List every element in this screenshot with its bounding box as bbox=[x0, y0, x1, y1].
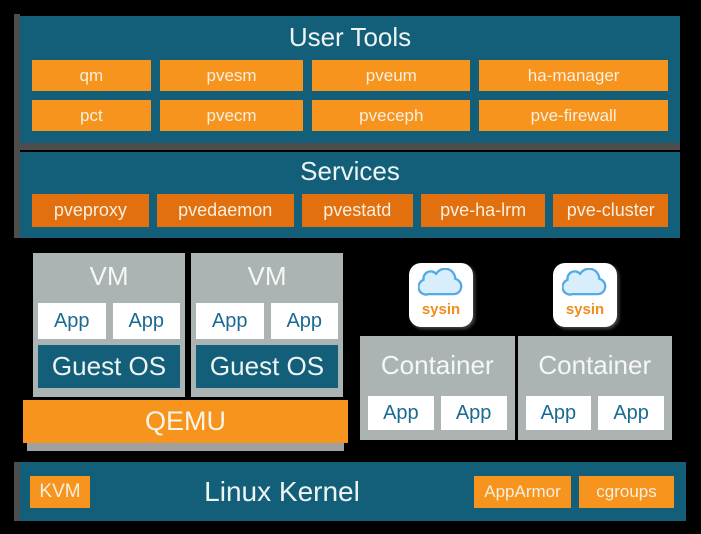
container2-app-row: App App bbox=[525, 396, 664, 430]
container2-app-2: App bbox=[598, 396, 664, 430]
cloud-icon bbox=[561, 263, 608, 303]
service-pveproxy: pveproxy bbox=[32, 194, 149, 227]
tool-pvesm: pvesm bbox=[159, 60, 304, 91]
tool-pve-firewall: pve-firewall bbox=[479, 100, 668, 131]
vm-title: VM bbox=[89, 261, 129, 291]
container1-app-1: App bbox=[368, 396, 434, 430]
services-row: pveproxy pvedaemon pvestatd pve-ha-lrm p… bbox=[32, 194, 668, 238]
services-panel: Services pveproxy pvedaemon pvestatd pve… bbox=[20, 152, 680, 238]
container-title: Container bbox=[380, 350, 494, 380]
container-group: sysin sysin Container App App Con bbox=[360, 263, 672, 440]
tool-pct: pct bbox=[32, 100, 151, 131]
container-block: Container App App Container App App bbox=[360, 336, 672, 440]
tool-ha-manager: ha-manager bbox=[479, 60, 668, 91]
tool-pveum: pveum bbox=[312, 60, 471, 91]
vm1-app-1: App bbox=[38, 303, 106, 339]
service-pve-ha-lrm: pve-ha-lrm bbox=[420, 194, 546, 227]
user-tools-panel: User Tools qm pvesm pveum ha-manager pct… bbox=[20, 16, 680, 143]
tool-pvecm: pvecm bbox=[159, 100, 304, 131]
container-title: Container bbox=[538, 350, 652, 380]
linux-kernel-bar: KVM Linux Kernel AppArmor cgroups bbox=[14, 462, 686, 521]
container-box-1: Container App App bbox=[360, 336, 515, 440]
tool-qm: qm bbox=[32, 60, 151, 91]
sysin-watermark-text: sysin bbox=[421, 301, 461, 318]
vm1-app-row: App App bbox=[38, 303, 180, 339]
vm2-app-row: App App bbox=[196, 303, 338, 339]
cgroups-module: cgroups bbox=[579, 475, 674, 508]
tool-pveceph: pveceph bbox=[312, 100, 471, 131]
watermark-icons-row: sysin sysin bbox=[360, 263, 672, 327]
container-box-2: Container App App bbox=[517, 336, 672, 440]
management-stack-block: User Tools qm pvesm pveum ha-manager pct… bbox=[14, 14, 680, 238]
service-pvestatd: pvestatd bbox=[301, 194, 413, 227]
vm2-guest-os: Guest OS bbox=[196, 345, 338, 388]
vm2-app-2: App bbox=[270, 303, 338, 339]
user-tools-rows: qm pvesm pveum ha-manager pct pvecm pvec… bbox=[32, 60, 668, 143]
sysin-watermark-badge: sysin bbox=[553, 263, 617, 327]
kvm-module: KVM bbox=[30, 475, 90, 508]
section-divider bbox=[20, 143, 680, 150]
sysin-watermark-badge: sysin bbox=[409, 263, 473, 327]
service-pve-cluster: pve-cluster bbox=[553, 194, 668, 227]
vm-row: VM App App Guest OS VM App App Guest OS bbox=[23, 253, 348, 397]
vm-box-1: VM App App Guest OS bbox=[33, 253, 185, 397]
vm-title: VM bbox=[247, 261, 287, 291]
user-tools-row-1: qm pvesm pveum ha-manager bbox=[32, 60, 668, 91]
vm1-guest-os: Guest OS bbox=[38, 345, 180, 388]
vm-box-2: VM App App Guest OS bbox=[191, 253, 343, 397]
service-pvedaemon: pvedaemon bbox=[156, 194, 294, 227]
vm-qemu-group: VM App App Guest OS VM App App Guest OS … bbox=[23, 253, 348, 451]
cloud-icon bbox=[417, 263, 464, 303]
kernel-title: Linux Kernel bbox=[204, 475, 360, 507]
services-title: Services bbox=[300, 156, 400, 186]
sysin-watermark-text: sysin bbox=[565, 301, 605, 318]
qemu-shadow-strip bbox=[27, 443, 344, 451]
qemu-bar: QEMU bbox=[23, 400, 348, 443]
container1-app-2: App bbox=[440, 396, 507, 430]
user-tools-title: User Tools bbox=[288, 22, 412, 52]
container1-app-row: App App bbox=[368, 396, 507, 430]
user-tools-row-2: pct pvecm pveceph pve-firewall bbox=[32, 100, 668, 131]
vm2-app-1: App bbox=[196, 303, 264, 339]
vm1-app-2: App bbox=[112, 303, 180, 339]
container2-app-1: App bbox=[525, 396, 592, 430]
apparmor-module: AppArmor bbox=[474, 475, 571, 508]
